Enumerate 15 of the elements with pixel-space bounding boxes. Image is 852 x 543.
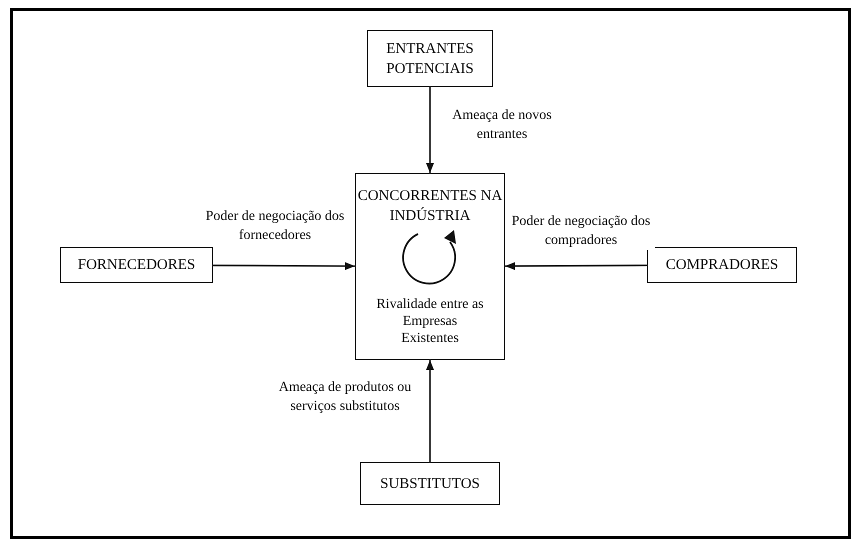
arrow [505, 262, 647, 270]
node-title: FORNECEDORES [78, 256, 196, 275]
arrow [213, 262, 355, 270]
node-title: COMPRADORES [666, 256, 778, 275]
node-title: SUBSTITUTOS [380, 474, 480, 494]
node-description: Rivalidade entre as Empresas Existentes [375, 296, 485, 347]
arrow [426, 360, 434, 462]
buyers-box [647, 247, 797, 283]
suppliers-box [60, 247, 213, 283]
arrow [426, 87, 434, 173]
node-title: CONCORRENTES NA INDÚSTRIA [356, 187, 504, 226]
node-title: ENTRANTES POTENCIAIS [385, 40, 475, 78]
entrants-box [367, 30, 493, 87]
substitutes-box [360, 462, 500, 505]
competitors-box [355, 173, 505, 360]
